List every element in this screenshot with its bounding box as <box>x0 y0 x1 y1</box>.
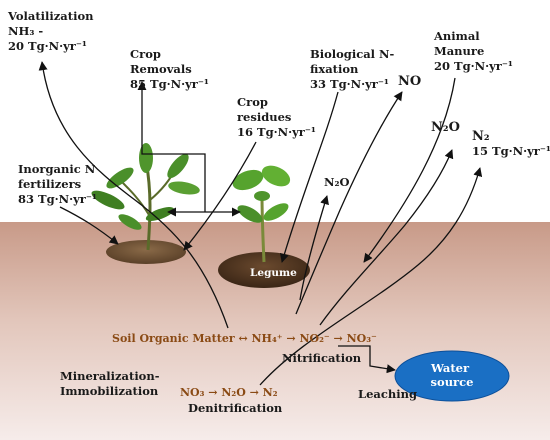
arrow-volatilization <box>38 61 229 329</box>
n2-label: N₂ 15 Tg·N·yr⁻¹ <box>472 127 550 158</box>
n2o-top-label: N₂O <box>431 120 460 135</box>
arrow-n2o-top <box>319 149 454 326</box>
arrow-no <box>295 91 403 315</box>
biological-fixation-label: Biological N- fixation 33 Tg·N·yr⁻¹ <box>310 47 398 91</box>
arrow-crop-removals <box>137 81 206 212</box>
water-source-label: Water source <box>430 361 473 389</box>
arrow-crop-residues <box>183 141 257 251</box>
volatilization-label: Volatilization NH₃ - 20 Tg·N·yr⁻¹ <box>7 9 98 53</box>
mineralization-label: Mineralization- Immobilization <box>60 369 164 398</box>
flow-arrows <box>38 61 483 386</box>
arrow-fertilizer <box>59 206 119 245</box>
crop-residues-label: Crop residues 16 Tg·N·yr⁻¹ <box>237 95 316 139</box>
denitrification-label: Denitrification <box>188 401 283 415</box>
water-source-ellipse <box>394 350 510 402</box>
leaching-label: Leaching <box>358 387 417 401</box>
soil-mound-left <box>106 240 186 264</box>
arrow-n2o-mid <box>299 195 329 301</box>
soil-organic-matter-chain: Soil Organic Matter ↔ NH₄⁺ → NO₂⁻ → NO₃⁻ <box>112 332 377 345</box>
no-label: NO <box>398 74 421 89</box>
n2o-mid-label: N₂O <box>324 175 350 189</box>
inorganic-fertilizers-label: Inorganic N fertilizers 83 Tg·N·yr⁻¹ <box>18 162 99 206</box>
arrow-biological-fixation <box>279 91 339 263</box>
arrow-animal-manure <box>363 77 456 263</box>
legume-label: Legume <box>250 267 297 279</box>
crop-plant-left <box>91 143 200 264</box>
nitrification-label: Nitrification <box>282 351 362 365</box>
arrow-n2 <box>259 167 483 386</box>
arrow-leaching <box>338 345 396 374</box>
animal-manure-label: Animal Manure 20 Tg·N·yr⁻¹ <box>433 29 513 73</box>
crop-removals-label: Crop Removals 85 Tg·N·yr⁻¹ <box>130 47 209 91</box>
denitrification-chain: NO₃ → N₂O → N₂ <box>180 386 278 399</box>
